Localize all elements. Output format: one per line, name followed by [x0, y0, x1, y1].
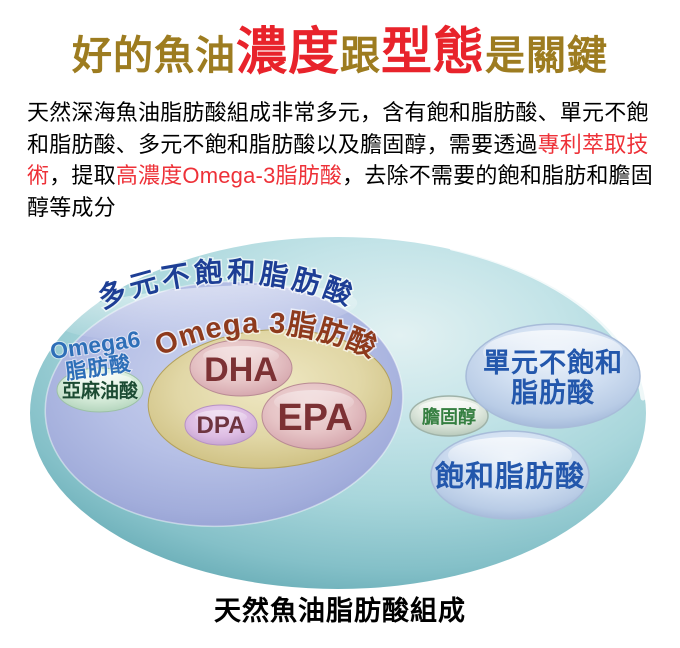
- title-segment-highlight: 型態: [381, 23, 486, 80]
- monounsaturated-gloss: [483, 330, 623, 374]
- monounsaturated-label-line1: 單元不飽和: [483, 347, 623, 378]
- title-segment: 跟: [340, 34, 381, 78]
- intro-text: ，提取: [49, 163, 116, 188]
- title-segment: 是關鍵: [485, 34, 609, 78]
- title-segment-highlight: 濃度: [235, 23, 340, 80]
- dha-gloss: [203, 346, 279, 366]
- polyunsaturated-gloss: [57, 284, 358, 341]
- page-title: 好的魚油濃度跟型態是關鍵: [0, 22, 680, 95]
- dpa-label: DPA: [197, 412, 246, 439]
- saturated-gloss: [448, 437, 572, 473]
- cholesterol-label: 膽固醇: [422, 406, 476, 427]
- linoleic-gloss: [67, 373, 133, 389]
- linoleic-label: 亞麻油酸: [62, 379, 139, 402]
- dpa-gloss: [195, 410, 247, 424]
- intro-text-highlight: 高濃度Omega-3脂肪酸: [115, 163, 343, 188]
- dha-label: DHA: [204, 351, 278, 389]
- monounsaturated-label-line2: 脂肪酸: [511, 378, 595, 408]
- cholesterol-gloss: [419, 400, 479, 416]
- title-segment: 好的魚油: [71, 34, 236, 78]
- epa-label: EPA: [277, 397, 352, 439]
- intro-paragraph: 天然深海魚油脂肪酸組成非常多元，含有飽和脂肪酸、單元不飽和脂肪酸、多元不飽和脂肪…: [27, 97, 657, 223]
- intro-text-highlight: 專利萃取技術: [27, 131, 649, 189]
- diagram-caption: 天然魚油脂肪酸組成: [214, 596, 466, 626]
- saturated-label: 飽和脂肪酸: [435, 459, 585, 493]
- intro-text: 天然深海魚油脂肪酸組成非常多元，含有飽和脂肪酸、單元不飽和脂肪酸、多元不飽和脂肪…: [27, 100, 649, 157]
- epa-gloss: [274, 390, 354, 414]
- intro-text: ，去除不需要的飽和脂肪和膽固醇等成分: [27, 163, 653, 220]
